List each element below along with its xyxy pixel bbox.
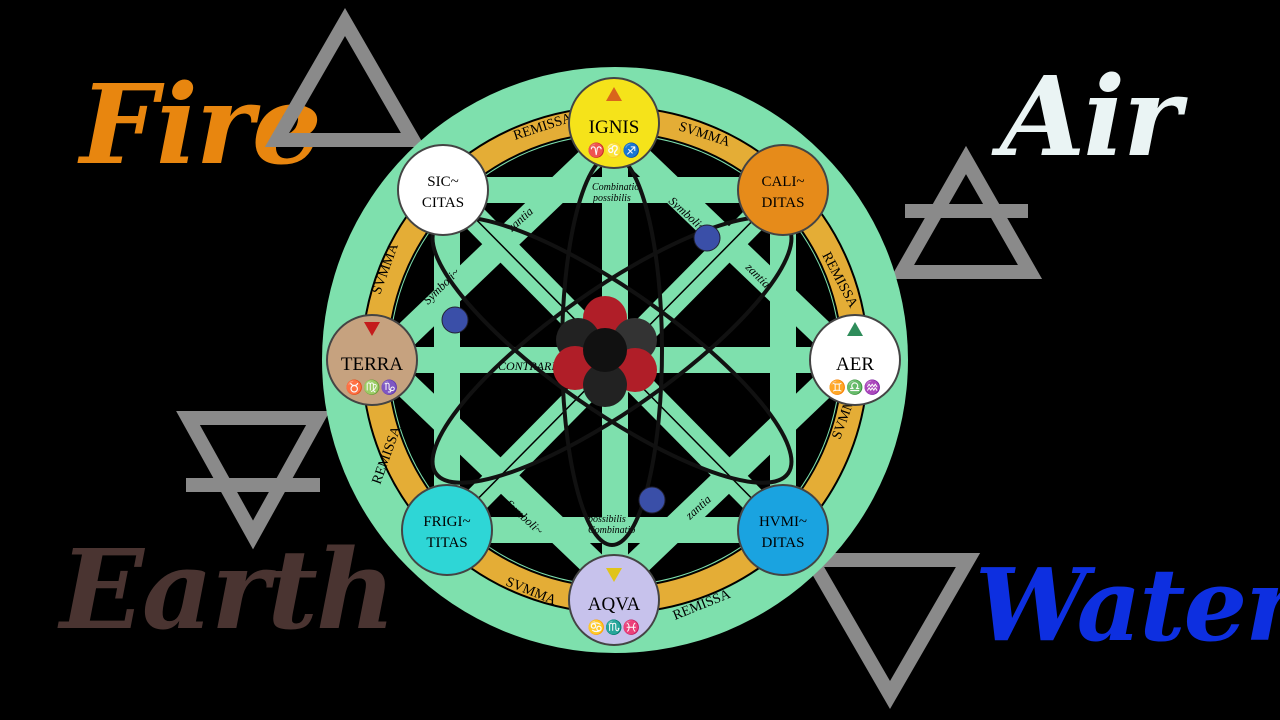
node-ignis-signs: ♈♌♐ <box>588 142 640 159</box>
node-aer-signs: ♊♎♒ <box>829 379 881 396</box>
node-hvmiditas-line1: HVMI~ <box>759 514 807 530</box>
node-aer-label: AER <box>836 354 874 375</box>
atom-icon <box>553 296 657 407</box>
node-calidatas-line1: CALI~ <box>761 174 804 190</box>
node-frigitatis: FRIGI~ TITAS <box>401 484 493 576</box>
node-terra-label: TERRA <box>341 354 404 375</box>
node-terra-signs: ♉♍♑ <box>346 379 398 396</box>
node-aqva: AQVA ♋♏♓ <box>568 554 660 646</box>
water-word: Water <box>975 546 1280 664</box>
node-aqva-signs: ♋♏♓ <box>588 619 640 636</box>
band-label-possibilis-bottom: possibilis <box>587 514 626 525</box>
earth-triangle-icon <box>176 411 330 550</box>
node-siccitas-line1: SIC~ <box>427 174 458 190</box>
air-word: Air <box>1000 52 1181 181</box>
node-aer: AER ♊♎♒ <box>809 314 901 406</box>
node-frigitatis-line1: FRIGI~ <box>423 514 470 530</box>
node-ignis: IGNIS ♈♌♐ <box>568 77 660 169</box>
node-siccitas: SIC~ CITAS <box>397 144 489 236</box>
node-aqva-label: AQVA <box>588 594 641 615</box>
node-ignis-label: IGNIS <box>589 117 640 138</box>
node-calidatas-line2: DITAS <box>762 195 805 211</box>
band-label-combinatio: Combinatio <box>592 182 639 193</box>
band-label-combinatio-bottom: Combinatio <box>588 525 635 536</box>
node-terra: TERRA ♉♍♑ <box>326 314 418 406</box>
water-triangle-icon <box>799 553 981 709</box>
node-hvmiditas-line2: DITAS <box>762 535 805 551</box>
node-frigitatis-line2: TITAS <box>426 535 467 551</box>
earth-word: Earth <box>60 525 396 654</box>
band-label-possibilis: possibilis <box>592 193 631 204</box>
node-calidatas: CALI~ DITAS <box>737 144 829 236</box>
node-siccitas-line2: CITAS <box>422 195 464 211</box>
node-hvmiditas: HVMI~ DITAS <box>737 484 829 576</box>
air-triangle-icon <box>889 145 1043 279</box>
atom-electrons <box>441 224 721 514</box>
fire-triangle-icon <box>264 7 426 147</box>
